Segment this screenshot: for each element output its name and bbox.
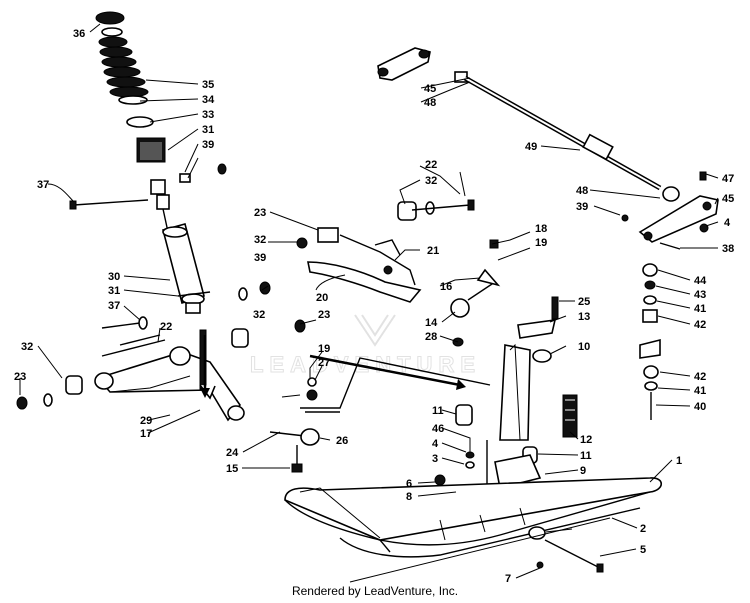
callout-46: 46: [432, 423, 444, 435]
lower-a-arm: [16, 329, 245, 422]
callout-13: 13: [578, 311, 590, 323]
direction-arrows: [200, 335, 466, 398]
callout-5: 5: [640, 544, 646, 556]
callout-31b: 31: [108, 285, 120, 297]
callout-15: 15: [226, 463, 238, 475]
callout-41: 41: [694, 303, 706, 315]
callout-29: 29: [140, 415, 152, 427]
callout-32: 32: [21, 341, 33, 353]
shock-absorber: [150, 179, 205, 314]
callout-4: 4: [432, 438, 439, 450]
callout-24: 24: [226, 447, 239, 459]
callout-7: 7: [505, 573, 511, 585]
callout-40: 40: [694, 401, 706, 413]
callout-2: 2: [640, 523, 646, 535]
callout-numbers: 36 35 34 33 31 39 37 30 31 37 22 32 23 3…: [14, 28, 734, 585]
callout-47: 47: [722, 173, 734, 185]
steering-arm-stack: [639, 263, 661, 420]
callout-37: 37: [37, 179, 49, 191]
spindle: [450, 239, 559, 441]
callout-43: 43: [694, 289, 706, 301]
callout-39: 39: [202, 139, 214, 151]
callout-6: 6: [406, 478, 412, 490]
callout-34: 34: [202, 94, 215, 106]
callout-36: 36: [73, 28, 85, 40]
callout-32b: 32: [253, 309, 265, 321]
ski: [284, 477, 663, 583]
callout-32d: 32: [254, 234, 266, 246]
callout-45: 45: [424, 83, 436, 95]
callout-37b: 37: [108, 300, 120, 312]
callout-8: 8: [406, 491, 412, 503]
upper-a-arm: [296, 227, 422, 303]
callout-1: 1: [676, 455, 682, 467]
callout-18: 18: [535, 223, 547, 235]
tie-rod-end-left: [269, 428, 320, 473]
callout-45b: 45: [722, 193, 734, 205]
callout-23: 23: [14, 371, 26, 383]
callout-44: 44: [694, 275, 707, 287]
callout-9: 9: [580, 465, 586, 477]
callout-41b: 41: [694, 385, 706, 397]
callout-42b: 42: [694, 371, 706, 383]
callout-12: 12: [580, 434, 592, 446]
ski-bushings: [434, 404, 542, 498]
upper-bolt: [397, 199, 475, 221]
tie-rod: [281, 357, 491, 413]
callout-30: 30: [108, 271, 120, 283]
callout-19b: 19: [535, 237, 547, 249]
callout-42: 42: [694, 319, 706, 331]
callout-31: 31: [202, 124, 214, 136]
shock-spring: [95, 11, 166, 163]
footer-credit: Rendered by LeadVenture, Inc.: [291, 584, 459, 598]
callout-20: 20: [316, 292, 328, 304]
callout-27: 27: [318, 357, 330, 369]
callout-22: 22: [160, 321, 172, 333]
callout-17: 17: [140, 428, 152, 440]
callout-25: 25: [578, 296, 590, 308]
callout-22b: 22: [425, 159, 437, 171]
callout-10: 10: [578, 341, 590, 353]
steering-tie-rod: [377, 47, 719, 250]
callout-33: 33: [202, 109, 214, 121]
callout-49: 49: [525, 141, 537, 153]
leader-lines: [19, 23, 719, 579]
callout-32c: 32: [425, 175, 437, 187]
callout-38: 38: [722, 243, 734, 255]
callout-3: 3: [432, 453, 438, 465]
callout-39c: 39: [576, 201, 588, 213]
callout-48b: 48: [576, 185, 588, 197]
callout-16: 16: [440, 281, 452, 293]
callout-19: 19: [318, 343, 330, 355]
callout-11: 11: [432, 405, 444, 417]
bolts-left: [69, 163, 306, 357]
callout-23c: 23: [254, 207, 266, 219]
callout-28: 28: [425, 331, 437, 343]
watermark-logo: LEADVENTURE: [250, 314, 481, 378]
callout-11b: 11: [580, 450, 592, 462]
callout-39b: 39: [254, 252, 266, 264]
ski-spring: [562, 394, 578, 438]
callout-26: 26: [336, 435, 348, 447]
watermark-text: LEADVENTURE: [250, 352, 481, 377]
callout-23b: 23: [318, 309, 330, 321]
callout-48: 48: [424, 97, 436, 109]
callout-4b: 4: [724, 217, 731, 229]
callout-21: 21: [427, 245, 439, 257]
callout-35: 35: [202, 79, 214, 91]
callout-14: 14: [425, 317, 438, 329]
